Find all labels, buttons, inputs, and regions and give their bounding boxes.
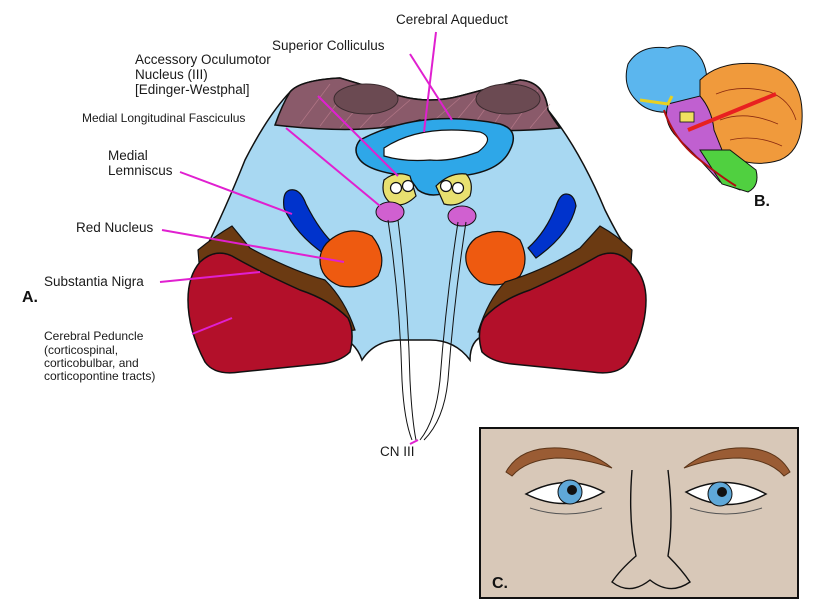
nose-icon xyxy=(611,469,691,590)
accessory-nucleus-right-a xyxy=(439,179,453,193)
lid-line-left xyxy=(529,507,603,515)
medial-lemniscus-right xyxy=(527,193,577,259)
brainstem-inset: B. xyxy=(625,45,803,210)
cerebellum-vessels xyxy=(715,88,797,147)
superior-colliculus-left xyxy=(333,83,399,115)
label-accessory-line2: Nucleus (III) xyxy=(135,67,208,82)
pupil-right xyxy=(717,487,727,497)
midbrain-section xyxy=(187,77,647,441)
basilar-artery xyxy=(663,109,737,187)
cerebral-aqueduct xyxy=(383,129,489,162)
yellow-nerve xyxy=(639,95,674,106)
label-mlf: Medial Longitudinal Fasciculus xyxy=(82,111,245,125)
label-cerebral-aqueduct: Cerebral Aqueduct xyxy=(396,12,508,27)
accessory-nucleus-left-b xyxy=(401,179,415,193)
accessory-nucleus-left-a xyxy=(389,181,403,195)
mlf-left xyxy=(375,201,405,223)
panel-label-c: C. xyxy=(492,575,508,592)
label-cerebral-peduncle-line3: corticobulbar, and xyxy=(44,356,139,370)
pupil-left xyxy=(567,485,577,495)
face-inset: C. xyxy=(479,427,799,599)
label-medial-lemniscus-line1: Medial xyxy=(108,148,148,163)
panel-label-b: B. xyxy=(754,193,770,210)
label-accessory-line1: Accessory Oculumotor xyxy=(135,52,271,67)
cerebral-peduncle-right xyxy=(478,252,647,374)
label-substantia-nigra: Substantia Nigra xyxy=(44,274,144,289)
accessory-nucleus-right-b xyxy=(451,181,465,195)
label-superior-colliculus: Superior Colliculus xyxy=(272,38,385,53)
mlf-right xyxy=(447,205,477,227)
medulla-icon xyxy=(699,149,758,193)
cerebral-peduncle-left xyxy=(187,252,353,374)
leader-lines xyxy=(159,31,453,445)
labels: Cerebral Aqueduct Superior Colliculus Ac… xyxy=(22,12,508,459)
red-nucleus-right xyxy=(465,230,526,286)
label-cn3: CN III xyxy=(380,444,415,459)
lid-line-right xyxy=(689,507,763,515)
eyebrow-left xyxy=(505,447,613,477)
label-cerebral-peduncle-line2: (corticospinal, xyxy=(44,343,118,357)
label-accessory-line3: [Edinger-Westphal] xyxy=(135,82,250,97)
superior-colliculus-right xyxy=(475,83,541,115)
panel-label-a: A. xyxy=(22,289,38,306)
label-cerebral-peduncle-line4: corticopontine tracts) xyxy=(44,369,155,383)
cn3-fibers xyxy=(387,219,467,441)
label-medial-lemniscus-line2: Lemniscus xyxy=(108,163,173,178)
label-cerebral-peduncle-line1: Cerebral Peduncle xyxy=(44,329,144,343)
pons-marker xyxy=(679,111,695,123)
eyebrow-right xyxy=(683,447,791,477)
label-red-nucleus: Red Nucleus xyxy=(76,220,154,235)
section-line xyxy=(687,92,777,132)
